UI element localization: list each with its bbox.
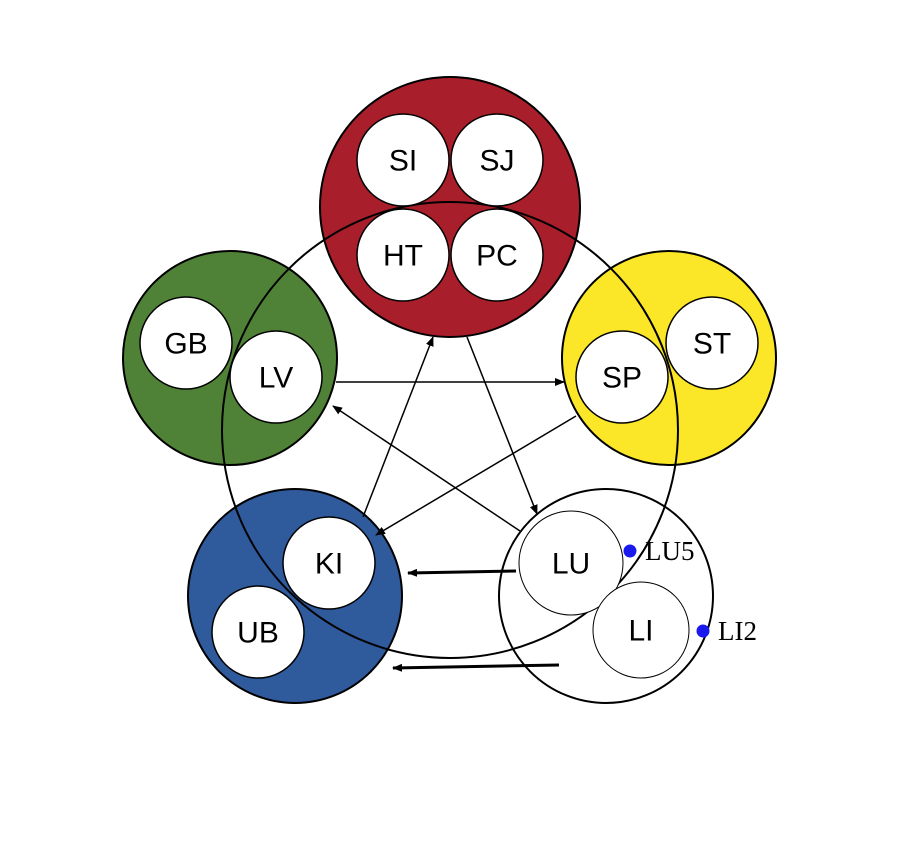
li-label: LI	[628, 615, 653, 648]
lu-organ-circle	[518, 510, 624, 616]
ki-label: KI	[315, 548, 343, 581]
arrow-lu-to-ki	[407, 568, 517, 577]
ub-organ-circle	[211, 585, 305, 679]
lu-label: LU	[552, 548, 590, 581]
gb-organ-circle	[139, 296, 233, 390]
lu5-point-label: LU5	[645, 536, 695, 566]
lv-label: LV	[259, 362, 293, 395]
pc-organ-circle	[450, 208, 544, 302]
li2-point-dot	[696, 624, 710, 638]
arrow-pc-to-lu	[466, 336, 538, 515]
st-organ-circle	[665, 296, 759, 390]
arrow-sp-to-ki	[375, 415, 577, 536]
ht-organ-circle	[356, 208, 450, 302]
st-label: ST	[693, 328, 731, 361]
ki-organ-circle	[282, 516, 376, 610]
gb-label: GB	[164, 328, 207, 361]
ht-label: HT	[383, 240, 423, 273]
sp-label: SP	[602, 362, 642, 395]
li2-point-label: LI2	[718, 616, 757, 646]
lv-organ-circle	[229, 330, 323, 424]
ub-label: UB	[237, 617, 279, 650]
arrow-ki-to-ht	[362, 336, 434, 518]
sj-label: SJ	[479, 145, 514, 178]
fire-element-circle	[319, 76, 581, 338]
pc-label: PC	[476, 240, 518, 273]
si-label: SI	[389, 145, 417, 178]
lu5-point-dot	[623, 544, 637, 558]
sp-organ-circle	[575, 330, 669, 424]
generating-cycle-ring	[221, 201, 679, 659]
li-organ-circle	[592, 581, 690, 679]
si-organ-circle	[356, 113, 450, 207]
arrow-li-to-ub	[392, 663, 560, 672]
arrow-lu-to-lv	[332, 405, 521, 532]
sj-organ-circle	[450, 113, 544, 207]
